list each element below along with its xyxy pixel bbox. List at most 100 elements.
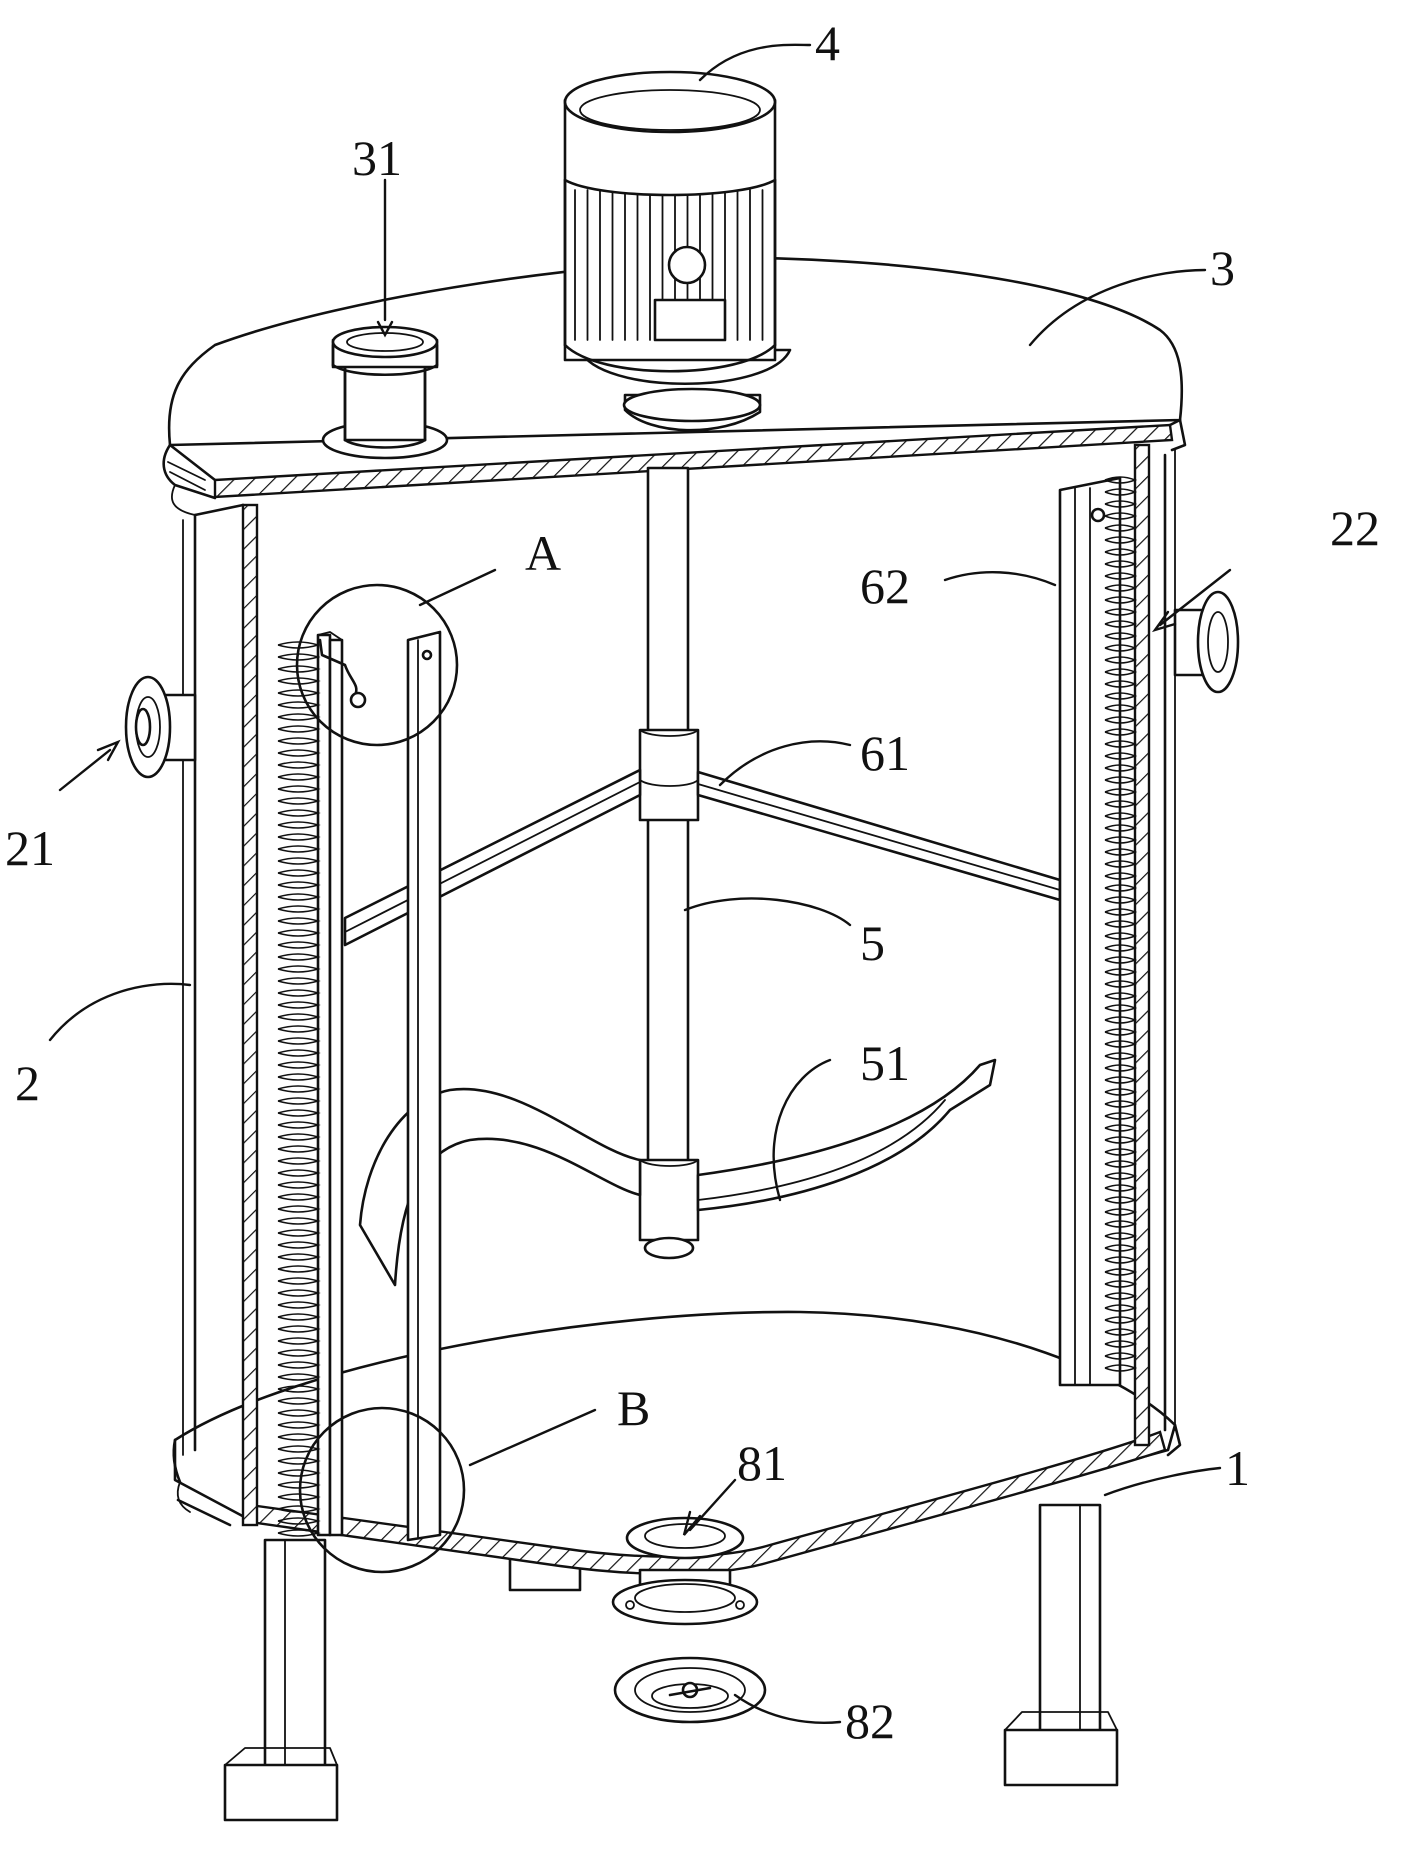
coil-turn — [277, 785, 321, 793]
coil-turn — [277, 821, 321, 829]
coil-turn — [277, 653, 321, 661]
coil-turn — [277, 1217, 321, 1225]
coil-turn — [1104, 896, 1138, 904]
coil-turn — [277, 1097, 321, 1105]
outlet-81 — [611, 1516, 759, 1626]
coil-turn — [277, 1001, 321, 1009]
coil-turn — [277, 701, 321, 709]
coil-turn — [1104, 1064, 1138, 1072]
coil-turn — [277, 1421, 321, 1429]
coil-turn — [277, 1301, 321, 1309]
label-2: 2 — [15, 1055, 40, 1111]
coil-turn — [1104, 764, 1138, 772]
nozzle-21 — [124, 675, 197, 779]
coil-turn — [1104, 1028, 1138, 1036]
coil-turn — [1104, 872, 1138, 880]
heating-coil-right — [1104, 476, 1138, 1372]
coil-turn — [277, 1205, 321, 1213]
label-5: 5 — [860, 915, 885, 971]
coil-turn — [277, 1313, 321, 1321]
coil-turn — [1104, 572, 1138, 580]
coil-turn — [1104, 608, 1138, 616]
detail-circle-b — [298, 1406, 466, 1574]
coil-turn — [1104, 1244, 1138, 1252]
coil-turn — [277, 869, 321, 877]
coil-turn — [277, 1445, 321, 1453]
label-82: 82 — [845, 1693, 895, 1749]
coil-turn — [1104, 1124, 1138, 1132]
coil-turn — [1104, 944, 1138, 952]
coil-turn — [1104, 1364, 1138, 1372]
coil-turn — [277, 1193, 321, 1201]
coil-turn — [1104, 1352, 1138, 1360]
feed-port-31 — [321, 325, 449, 460]
coil-turn — [1104, 680, 1138, 688]
coil-turn — [1104, 1136, 1138, 1144]
coil-turn — [1104, 800, 1138, 808]
coil-turn — [1104, 884, 1138, 892]
coil-turn — [1104, 632, 1138, 640]
coil-turn — [1104, 1316, 1138, 1324]
coil-turn — [277, 749, 321, 757]
coil-turn — [1104, 1052, 1138, 1060]
leg-right — [1003, 1503, 1119, 1787]
label-1: 1 — [1225, 1440, 1250, 1496]
coil-turn — [277, 1181, 321, 1189]
coil-turn — [1104, 584, 1138, 592]
coil-turn — [277, 1385, 321, 1393]
coil-turn — [1104, 752, 1138, 760]
coil-turn — [1104, 704, 1138, 712]
label-4: 4 — [815, 15, 840, 71]
coil-turn — [1104, 692, 1138, 700]
label-31: 31 — [352, 130, 402, 186]
coil-turn — [1104, 1148, 1138, 1156]
coil-turn — [277, 1049, 321, 1057]
motor-4 — [563, 70, 792, 432]
coil-turn — [277, 1373, 321, 1381]
coil-turn — [277, 1145, 321, 1153]
coil-turn — [277, 797, 321, 805]
coil-turn — [277, 977, 321, 985]
valve-82 — [613, 1656, 767, 1724]
coil-turn — [1104, 1004, 1138, 1012]
tank-shell — [182, 443, 1176, 1527]
coil-turn — [277, 1157, 321, 1165]
support-legs — [223, 1503, 1119, 1822]
coil-turn — [1104, 956, 1138, 964]
coil-turn — [1104, 1040, 1138, 1048]
coil-turn — [277, 737, 321, 745]
coil-turn — [1104, 524, 1138, 532]
coil-turn — [277, 1241, 321, 1249]
coil-turn — [1104, 1016, 1138, 1024]
heating-coil-left — [277, 641, 321, 1537]
leg-left — [223, 1538, 339, 1822]
coil-turn — [1104, 656, 1138, 664]
coil-turn — [1104, 1208, 1138, 1216]
coil-turn — [277, 1481, 321, 1489]
coil-turn — [277, 761, 321, 769]
label-3: 3 — [1210, 240, 1235, 296]
coil-turn — [277, 1325, 321, 1333]
label-21: 21 — [5, 820, 55, 876]
coil-turn — [1104, 824, 1138, 832]
coil-turn — [277, 833, 321, 841]
coil-turn — [277, 1133, 321, 1141]
coil-turn — [1104, 848, 1138, 856]
coil-turn — [277, 1109, 321, 1117]
label-a: A — [525, 525, 561, 581]
coil-turn — [1104, 776, 1138, 784]
coil-turn — [277, 1061, 321, 1069]
coil-turn — [277, 929, 321, 937]
coil-turn — [1104, 1076, 1138, 1084]
coil-turn — [1104, 536, 1138, 544]
label-81: 81 — [737, 1435, 787, 1491]
coil-turn — [1104, 860, 1138, 868]
coil-turn — [277, 1493, 321, 1501]
coil-turn — [1104, 1280, 1138, 1288]
coil-turn — [277, 845, 321, 853]
coil-turn — [1104, 1112, 1138, 1120]
coil-turn — [277, 857, 321, 865]
coil-turn — [277, 1037, 321, 1045]
